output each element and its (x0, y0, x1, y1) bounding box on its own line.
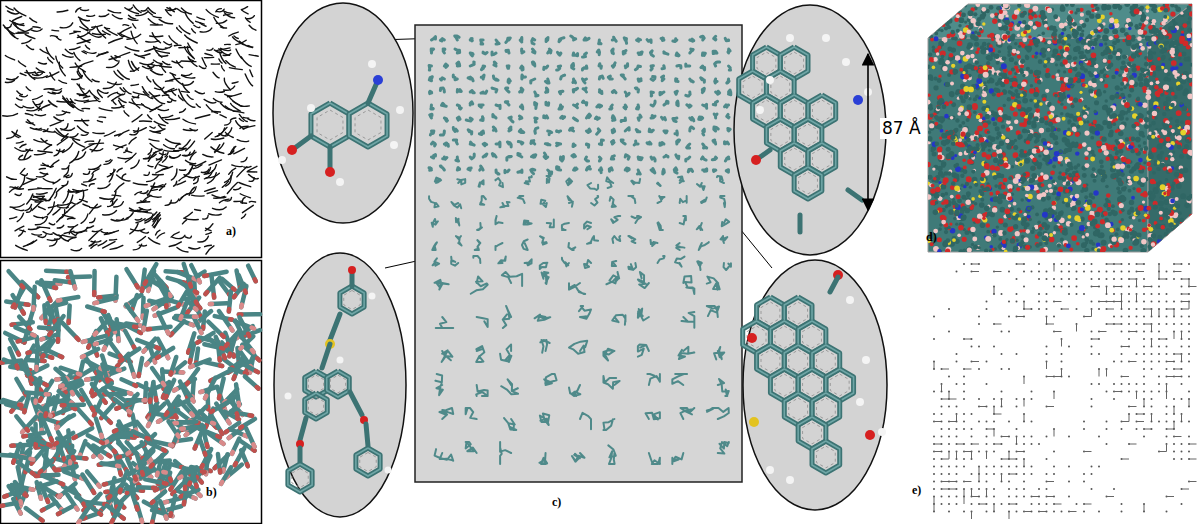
figure-stage: a)b)c)87 Åd)e) (0, 0, 1200, 524)
